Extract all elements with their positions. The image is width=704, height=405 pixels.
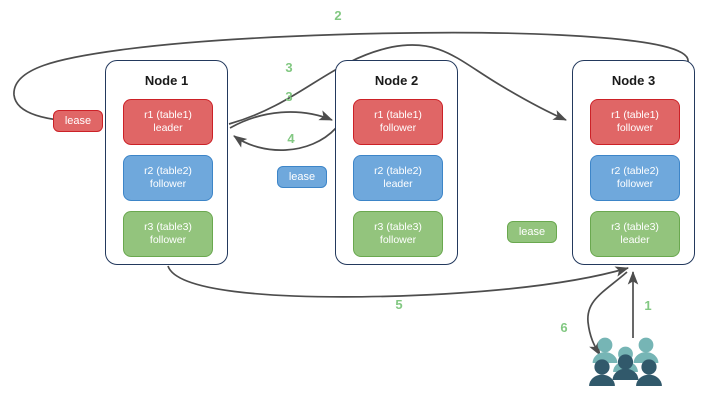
lease-badge-red[interactable]: lease	[53, 110, 103, 132]
replica-r3[interactable]: r3 (table3) follower	[353, 211, 443, 257]
lease-badge-blue[interactable]: lease	[277, 166, 327, 188]
replica-r3[interactable]: r3 (table3) leader	[590, 211, 680, 257]
replica-name: r2 (table2)	[374, 165, 422, 177]
replica-name: r3 (table3)	[374, 221, 422, 233]
node-title: Node 1	[144, 73, 189, 88]
replica-role: follower	[616, 122, 654, 134]
replica-role: leader	[383, 178, 413, 190]
replica-r1[interactable]: r1 (table1) follower	[590, 99, 680, 145]
node-title: Node 3	[611, 73, 656, 88]
replica-role: follower	[379, 122, 417, 134]
step-label-3-lower: 3	[285, 89, 293, 104]
replica-role: leader	[620, 234, 650, 246]
replica-r2[interactable]: r2 (table2) follower	[123, 155, 213, 201]
node-box-3[interactable]: Node 3 r1 (table1) follower r2 (table2) …	[572, 60, 695, 265]
step-label-2: 2	[334, 8, 342, 23]
step-label-1: 1	[644, 298, 652, 313]
replica-role: leader	[153, 122, 183, 134]
step-label-3-upper: 3	[285, 60, 293, 75]
arrow-3-lower-path	[229, 110, 333, 129]
replica-role: follower	[149, 234, 187, 246]
node-box-2[interactable]: Node 2 r1 (table1) follower r2 (table2) …	[335, 60, 458, 265]
node-title: Node 2	[374, 73, 419, 88]
replica-r1[interactable]: r1 (table1) follower	[353, 99, 443, 145]
replica-r3[interactable]: r3 (table3) follower	[123, 211, 213, 257]
node-box-1[interactable]: Node 1 r1 (table1) leader r2 (table2) fo…	[105, 60, 228, 265]
replica-name: r2 (table2)	[144, 165, 192, 177]
users-group-icon	[589, 337, 662, 386]
replica-r2[interactable]: r2 (table2) leader	[353, 155, 443, 201]
replica-name: r1 (table1)	[144, 109, 192, 121]
step-label-6: 6	[560, 320, 568, 335]
replica-role: follower	[149, 178, 187, 190]
replica-r1[interactable]: r1 (table1) leader	[123, 99, 213, 145]
replica-name: r1 (table1)	[611, 109, 659, 121]
replica-role: follower	[616, 178, 654, 190]
lease-badge-green[interactable]: lease	[507, 221, 557, 243]
step-label-5: 5	[395, 297, 403, 312]
replica-name: r3 (table3)	[144, 221, 192, 233]
replica-name: r3 (table3)	[611, 221, 659, 233]
replica-role: follower	[379, 234, 417, 246]
step-label-4: 4	[287, 131, 295, 146]
replica-name: r1 (table1)	[374, 109, 422, 121]
replica-name: r2 (table2)	[611, 165, 659, 177]
replica-r2[interactable]: r2 (table2) follower	[590, 155, 680, 201]
arrow-5-path	[167, 265, 629, 298]
